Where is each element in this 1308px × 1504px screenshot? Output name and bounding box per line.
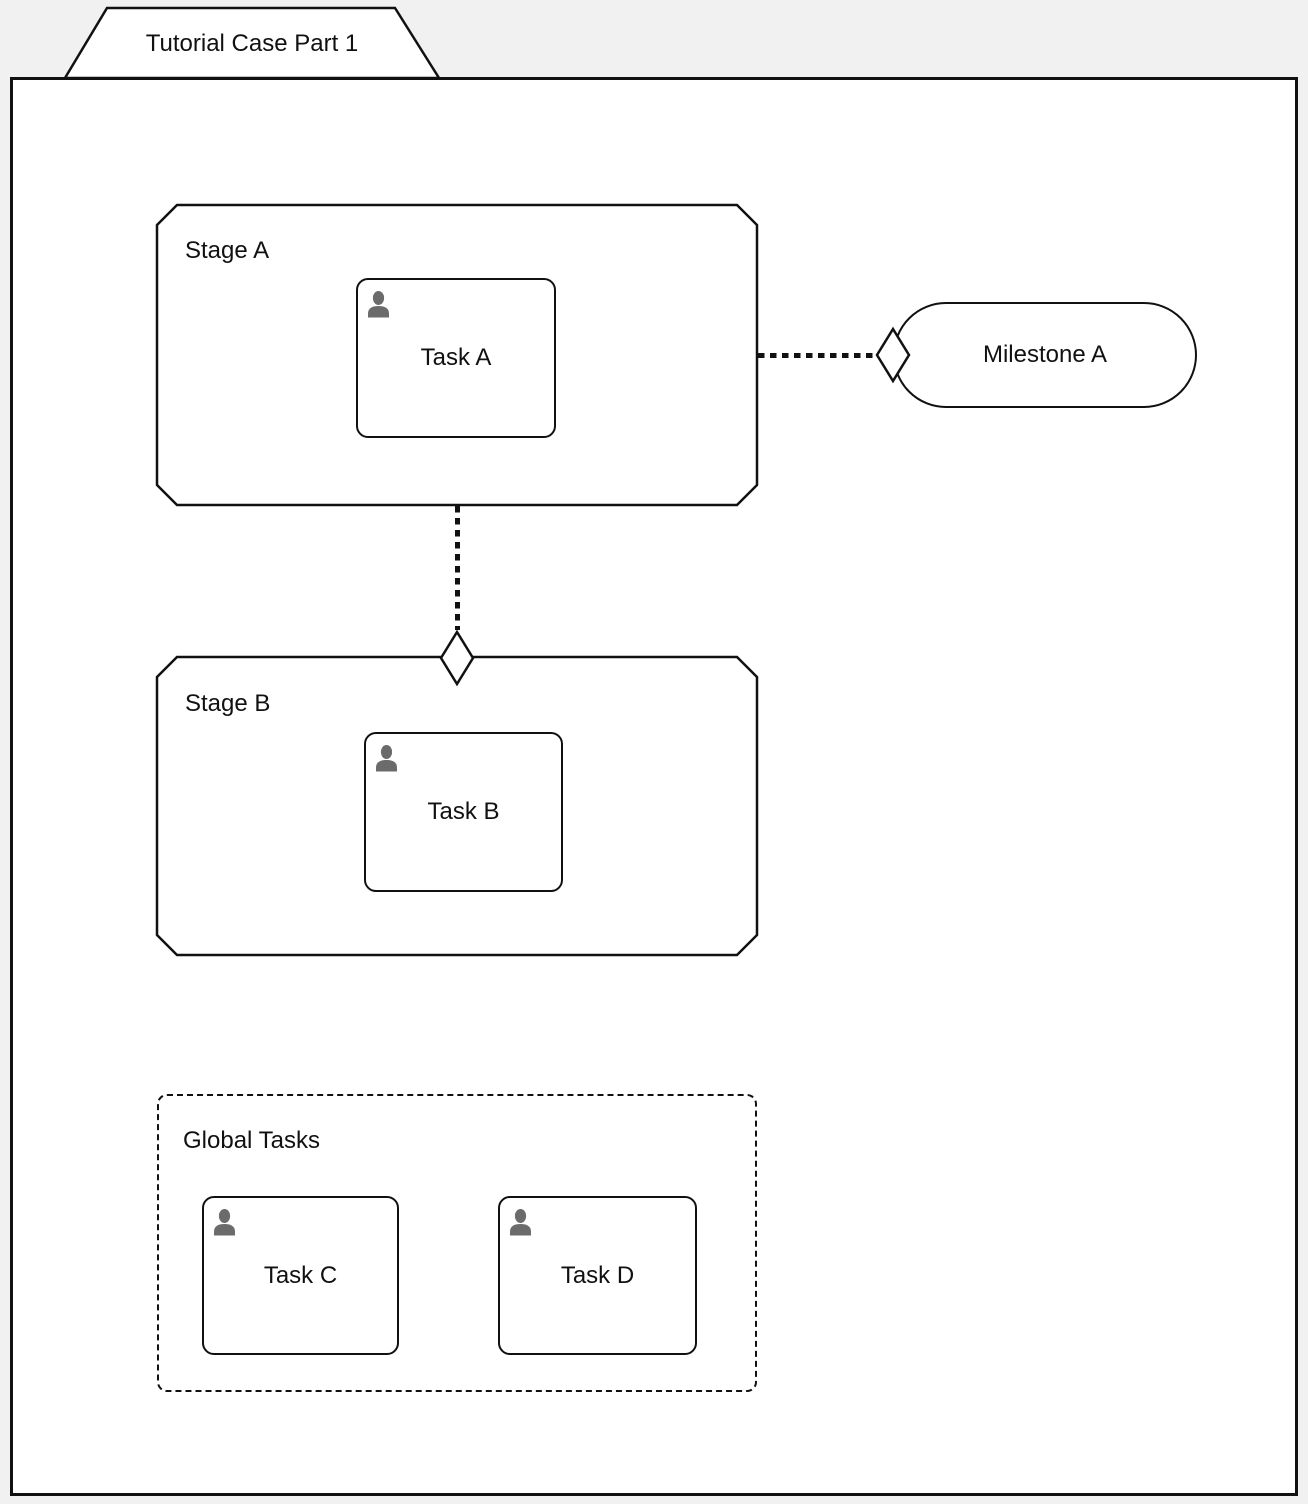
task-b[interactable]: Task B [364, 732, 563, 892]
task-a-label: Task A [420, 344, 492, 371]
person-icon [214, 1209, 235, 1236]
stage-b-entry-criterion-diamond[interactable] [438, 629, 476, 687]
milestone-a-label: Milestone A [982, 341, 1108, 368]
milestone-a[interactable]: Milestone A [893, 302, 1197, 408]
task-c-label: Task C [263, 1261, 338, 1289]
person-icon [376, 745, 397, 772]
case-plan-tab[interactable] [62, 6, 442, 82]
stage-a-label: Stage A [185, 237, 270, 264]
global-tasks-label: Global Tasks [183, 1127, 320, 1154]
task-d[interactable]: Task D [498, 1196, 697, 1355]
task-b-label: Task B [427, 798, 500, 825]
stage-b-label: Stage B [185, 690, 271, 717]
task-a[interactable]: Task A [356, 278, 556, 438]
connector-stagea-stageb[interactable] [450, 505, 465, 631]
person-icon [510, 1209, 531, 1236]
person-icon [368, 291, 389, 318]
task-c[interactable]: Task C [202, 1196, 399, 1355]
connector-stagea-milestone[interactable] [758, 348, 880, 363]
milestone-entry-criterion-diamond[interactable] [874, 326, 912, 384]
case-title: Tutorial Case Part 1 [145, 30, 359, 57]
task-d-label: Task D [560, 1261, 635, 1289]
